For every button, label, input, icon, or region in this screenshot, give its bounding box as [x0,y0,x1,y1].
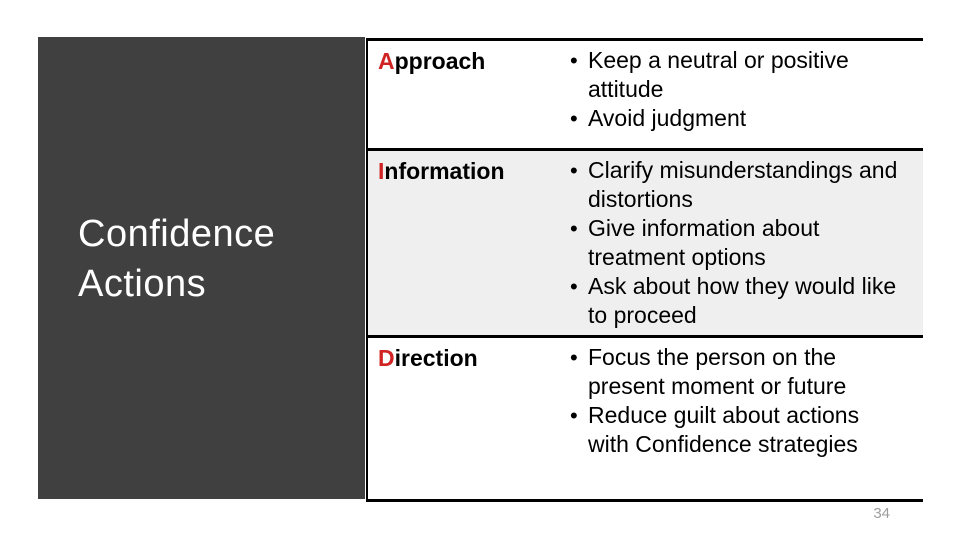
bullet-text: Give information about treatment options [588,215,820,270]
term-rest: pproach [394,48,486,74]
bullet-dot-icon: • [570,345,578,370]
table-row-approach: Approach • Keep a neutral or positive at… [368,41,923,151]
bullet-text: Focus the person on the present moment o… [588,344,847,399]
row-bullets: • Clarify misunderstandings and distorti… [560,151,923,330]
sidebar-panel: Confidence Actions [38,37,365,499]
table-row-direction: Direction • Focus the person on the pres… [368,338,923,502]
bullet-text: Ask about how they would like to proceed [588,273,897,328]
bullet-dot-icon: • [570,216,578,241]
term-initial: I [378,158,385,184]
row-term: Direction [368,338,560,373]
row-term: Approach [368,41,560,76]
bullet-item: • Focus the person on the present moment… [570,343,915,401]
bullet-dot-icon: • [570,403,578,428]
bullet-text: Keep a neutral or positive attitude [588,47,849,102]
bullet-item: • Avoid judgment [570,104,915,133]
term-rest: irection [394,345,478,371]
bullet-item: • Give information about treatment optio… [570,214,915,272]
bullet-item: • Ask about how they would like to proce… [570,272,915,330]
bullet-dot-icon: • [570,158,578,183]
term-initial: D [378,345,395,371]
row-bullets: • Focus the person on the present moment… [560,338,923,459]
bullet-text: Reduce guilt about actions with Confiden… [588,402,860,457]
slide-title: Confidence Actions [78,213,276,305]
row-term: Information [368,151,560,186]
bullet-item: • Clarify misunderstandings and distorti… [570,156,915,214]
bullet-item: • Reduce guilt about actions with Confid… [570,401,915,459]
bullet-text: Avoid judgment [588,105,747,131]
term-rest: nformation [384,158,505,184]
row-bullets: • Keep a neutral or positive attitude • … [560,41,923,133]
term-initial: A [378,48,395,74]
bullet-dot-icon: • [570,274,578,299]
table-row-information: Information • Clarify misunderstandings … [368,151,923,338]
bullet-item: • Keep a neutral or positive attitude [570,46,915,104]
bullet-dot-icon: • [570,106,578,131]
bullet-dot-icon: • [570,48,578,73]
actions-table: Approach • Keep a neutral or positive at… [366,38,923,502]
page-number: 34 [873,505,890,522]
bullet-text: Clarify misunderstandings and distortion… [588,157,898,212]
